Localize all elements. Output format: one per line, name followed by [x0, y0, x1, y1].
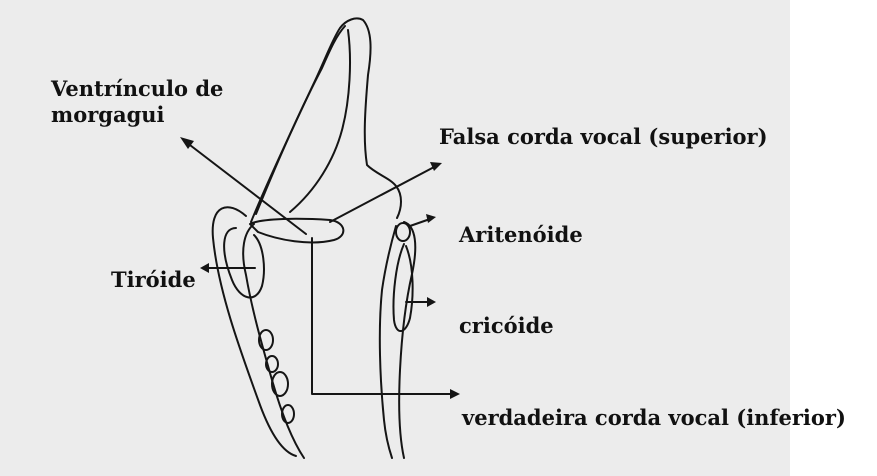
leader-aritenoide [410, 219, 430, 226]
label-aritenoide: Aritenóide [459, 222, 583, 248]
epiglottis-inner-line [256, 26, 345, 214]
cricoid-outline [399, 222, 415, 458]
epiglottis-outline [251, 18, 401, 222]
label-ventriculo-line1: Ventrínculo de [51, 76, 223, 101]
label-ventriculo-line2: morgagui [51, 102, 165, 127]
label-verdadeira-corda: verdadeira corda vocal (inferior) [462, 405, 846, 431]
label-ventriculo: Ventrínculo de morgagui [51, 76, 223, 128]
arrowhead-falsa-corda [430, 162, 442, 171]
label-tiroide: Tiróide [111, 267, 196, 293]
arrowhead-cricoide [427, 297, 436, 307]
epiglottis-inner-line-2 [290, 30, 350, 212]
label-cricoide: cricóide [459, 313, 554, 339]
trachea-ring-3 [272, 372, 288, 396]
arytenoid-outline [380, 226, 396, 458]
arrowhead-tiroide [200, 263, 209, 273]
arrowhead-aritenoide [426, 214, 436, 223]
arytenoid-nodule [396, 223, 410, 241]
label-falsa-corda: Falsa corda vocal (superior) [439, 124, 768, 150]
arrowhead-verdadeira-corda [450, 389, 460, 399]
leader-verdadeira-corda [312, 238, 452, 394]
leader-ventriculo [186, 142, 306, 234]
leader-falsa-corda [330, 166, 436, 222]
